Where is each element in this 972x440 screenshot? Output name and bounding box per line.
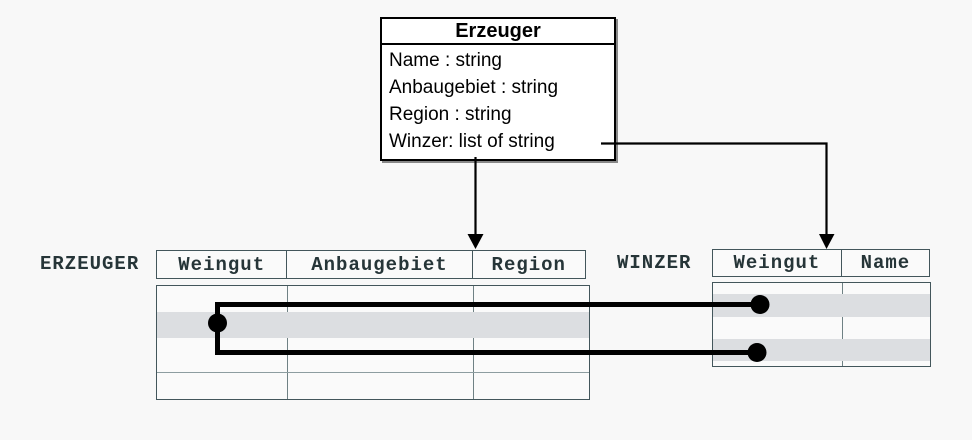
row-highlight <box>713 339 930 361</box>
winzer-table-header: Weingut Name <box>712 249 930 277</box>
class-attribute-name: Name : string <box>389 50 502 71</box>
erzeuger-col-anbaugebiet: Anbaugebiet <box>287 251 473 278</box>
class-attribute-anbaugebiet: Anbaugebiet : string <box>389 77 559 98</box>
erzeuger-table-header: Weingut Anbaugebiet Region <box>156 250 586 279</box>
arrow-class-to-erzeuger-icon <box>467 157 484 249</box>
row-highlight <box>157 312 589 338</box>
class-attribute-winzer: Winzer: list of string <box>389 131 555 152</box>
uml-class-box-erzeuger: Erzeuger Name : string Anbaugebiet : str… <box>380 17 616 161</box>
winzer-col-weingut: Weingut <box>713 250 842 276</box>
erzeuger-col-weingut: Weingut <box>157 251 288 278</box>
class-title: Erzeuger <box>382 19 614 45</box>
winzer-table-body <box>712 282 931 367</box>
erzeuger-col-region: Region <box>491 253 566 276</box>
erzeuger-table-body <box>156 285 590 400</box>
erzeuger-table-label: ERZEUGER <box>40 253 140 275</box>
column-divider <box>287 286 288 399</box>
winzer-table-label: WINZER <box>617 252 692 274</box>
winzer-col-name: Name <box>860 252 911 274</box>
row-divider <box>157 372 589 373</box>
column-divider <box>473 286 474 399</box>
class-attribute-region: Region : string <box>389 104 512 125</box>
row-highlight <box>713 294 930 317</box>
class-attribute-list: Name : string Anbaugebiet : string Regio… <box>382 45 614 159</box>
arrow-winzer-attr-to-winzer-table-icon <box>601 142 835 249</box>
column-divider <box>842 283 843 366</box>
